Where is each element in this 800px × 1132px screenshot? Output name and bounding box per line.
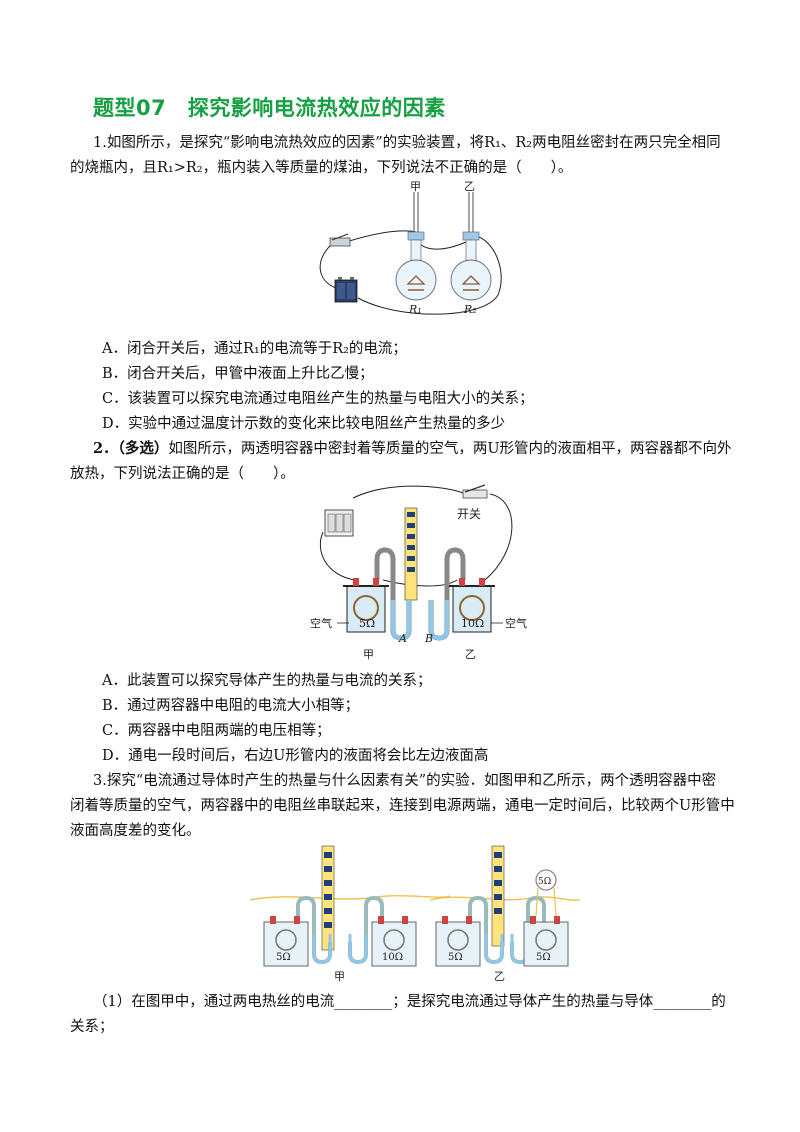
q3-figure-yi: 5Ω 5Ω 5Ω 乙	[429, 845, 580, 982]
q2-resistor-left: 5Ω	[359, 617, 375, 630]
battery-icon	[324, 509, 354, 537]
q3-jia-r-left: 5Ω	[276, 952, 291, 963]
q2-stem-line2: 放热，下列说法正确的是（ ）。	[70, 466, 295, 482]
q3-sub1-line2: 关系；	[70, 1019, 114, 1035]
q1-option-d: D．实验中通过温度计示数的变化来比较电阻丝产生热量的多少	[102, 416, 506, 432]
scale-ruler	[404, 507, 418, 601]
q1-stem-line1: 1.如图所示，是探究“影响电流热效应的因素”的实验装置，将R₁、R₂两电阻丝密封…	[93, 135, 721, 151]
q3-figure-jia: 5Ω 10Ω 甲	[250, 845, 451, 982]
q1-label-jia: 甲	[410, 180, 421, 193]
q1-option-c: C．该装置可以探究电流通过电阻丝产生的热量与电阻大小的关系；	[102, 391, 534, 407]
q2-option-b: B．通过两容器中电阻的电流大小相等；	[102, 698, 360, 714]
q3-yi-r-right: 5Ω	[536, 952, 551, 963]
q2-stem-line1-rest: 如图所示，两透明容器中密封着等质量的空气，两U形管内的液面相平，两容器都不向外	[168, 441, 732, 457]
battery-icon	[334, 277, 358, 303]
q2-label-jia: 甲	[363, 648, 374, 660]
switch-icon	[329, 233, 351, 247]
q2-stem-line1: 2．（多选）如图所示，两透明容器中密封着等质量的空气，两U形管内的液面相平，两容…	[93, 439, 753, 459]
q3-jia-label: 甲	[334, 970, 345, 982]
q2-resistor-right: 10Ω	[461, 617, 484, 630]
q1-label-r2: R₂	[463, 303, 477, 316]
q3-sub1-line1: （1）在图甲中，通过两电热丝的电流________；是探究电流通过导体产生的热量…	[93, 994, 726, 1010]
flask-yi	[450, 192, 492, 301]
q3-stem-line2: 闭着等质量的空气，两容器中的电阻丝串联起来，连接到电源两端，通电一定时间后，比较…	[70, 798, 735, 814]
switch-icon	[462, 484, 488, 499]
q2-number: 2．（多选）	[93, 440, 169, 457]
q2-option-c: C．两容器中电阻两端的电压相等；	[102, 723, 331, 739]
q2-label-b: B	[424, 632, 433, 645]
q1-option-b: B．闭合开关后，甲管中液面上升比乙慢；	[102, 366, 374, 382]
q3-jia-r-right: 10Ω	[382, 952, 403, 963]
q1-stem-line2: 的烧瓶内，且R₁>R₂，瓶内装入等质量的煤油，下列说法不正确的是（ ）。	[70, 160, 573, 176]
container-left	[343, 578, 389, 633]
q2-option-d: D．通电一段时间后，右边U形管内的液面将会比左边液面高	[102, 748, 489, 764]
q3-yi-label: 乙	[494, 970, 505, 982]
q2-label-yi: 乙	[465, 648, 476, 660]
q1-option-a: A．闭合开关后，通过R₁的电流等于R₂的电流；	[102, 341, 407, 357]
q1-figure: 甲 乙 R₁ R₂	[319, 180, 502, 316]
q3-yi-r-left: 5Ω	[448, 952, 463, 963]
q1-label-r1: R₁	[408, 303, 422, 316]
q2-label-a: A	[398, 632, 407, 645]
q3-stem-line3: 液面高度差的变化。	[70, 823, 201, 839]
flask-jia	[395, 192, 437, 301]
container-right	[449, 578, 495, 633]
q1-label-yi: 乙	[464, 180, 475, 193]
q3-yi-r-top: 5Ω	[538, 877, 551, 887]
q2-air-left: 空气	[310, 616, 332, 630]
q3-stem-line1: 3.探究“电流通过导体时产生的热量与什么因素有关”的实验．如图甲和乙所示，两个透…	[93, 773, 717, 789]
q3-figure: 5Ω 10Ω 甲 5Ω 5Ω 5Ω 乙	[250, 845, 580, 982]
section-title: 题型07 探究影响电流热效应的因素	[93, 96, 446, 120]
q2-option-a: A．此装置可以探究导体产生的热量与电流的关系；	[102, 673, 432, 689]
q2-figure: 开关 空气 空气 5Ω 10Ω A B 甲 乙	[310, 484, 527, 660]
q2-switch-label: 开关	[457, 507, 481, 521]
q2-air-right: 空气	[505, 616, 527, 630]
